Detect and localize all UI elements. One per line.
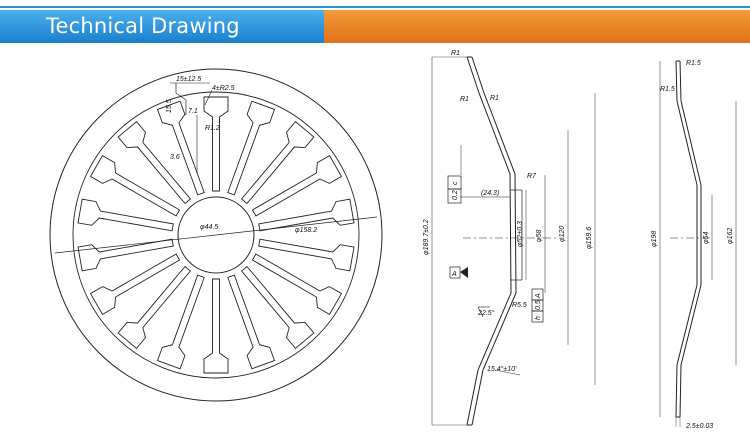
header-blue-block [0,10,324,43]
overall-diameter-label: φ189.7±0.2 [423,219,430,255]
perp-value: 0.5 [535,300,542,310]
corner-leader [204,89,213,106]
angle-label: 22.5° [477,309,495,317]
hub-circle [177,196,255,274]
profile-b-inner-line [679,60,702,418]
section-view-b [659,60,737,427]
radial-slot [156,100,205,196]
slot-width-2-label: 7.1 [188,108,198,115]
slot-width-label: 15±12.5 [176,76,201,83]
outer-rim-circle [49,68,383,402]
radial-slot [258,198,355,232]
flatness-value-box [447,188,462,204]
d162-label: φ162 [727,228,734,244]
datum-triangle [460,267,468,278]
technical-drawing: 15±12.5 4±R2.5 15.5 7.1 R1.2 3.6 φ44.5 φ… [49,50,737,430]
radius-r15-mid-label: R1.5 [660,86,675,93]
profile-b-outer-line [675,60,698,418]
d198-label: φ198 [651,231,658,247]
radial-slot [77,198,174,232]
radius-r7-label: R7 [527,173,537,180]
inner-rim-circle [72,91,360,379]
section-b-labels: R1.5 R1.5 φ198 φ54 φ162 2.5±0.03 [651,60,734,430]
radial-slot [227,100,276,196]
radial-slot [203,96,229,192]
radial-slot [156,274,205,370]
radial-slot [240,265,315,350]
front-view-labels: 15±12.5 4±R2.5 15.5 7.1 R1.2 3.6 φ44.5 φ… [166,76,317,234]
angle-leader [477,306,484,318]
radial-slot [227,274,276,370]
d159-label: φ159.6 [586,227,593,249]
spoke-width-label: 3.6 [170,154,180,161]
slot-height-label: 15.5 [166,99,173,113]
bore-diameter-label: φ52±0.3 [517,221,524,247]
profile-outer-line [466,56,512,426]
radial-slot [117,120,192,205]
radial-slot [251,253,343,316]
slot-detail-leader [175,83,187,115]
d58-label: φ58 [536,230,543,242]
length-label: (24.3) [481,190,499,197]
header-top-line [0,6,750,8]
datum-box [449,266,461,279]
perp-ref-box [531,288,544,301]
radius-r1-left-label: R1 [460,96,469,103]
taper-angle-label: 15.4°±10' [487,365,517,373]
radial-slot [240,120,315,205]
radial-slot [117,265,192,350]
taper-leader [494,369,521,376]
perp-symbol: h [535,316,542,320]
flatness-value: 0.2 [452,190,459,200]
datum-label: A [451,271,457,278]
section-view-a [431,56,596,426]
header-orange-block [324,10,750,43]
radius-r15-top-label: R1.5 [686,60,701,67]
radial-slot [203,278,229,374]
outer-diameter-label: φ158.2 [295,227,317,234]
radial-slot [89,253,181,316]
diameter-line [54,216,378,254]
d120-label: φ120 [559,226,566,242]
radius-r55-label: R5.5 [512,302,527,309]
header-banner: Technical Drawing [0,0,750,45]
perp-ref: A [535,293,542,299]
thickness-label: 2.5±0.03 [685,423,713,430]
front-view [49,68,383,402]
inner-diameter-label: φ44.5 [200,224,218,231]
d54-label: φ54 [703,232,710,244]
radial-slot [77,238,174,272]
section-a-labels: R1 R1 R1 R7 (24.3) φ52±0.3 φ58 φ120 φ159… [423,50,593,373]
radial-slot [251,154,343,217]
slot-group [77,96,355,374]
flatness-symbol: c [452,181,459,185]
radial-slot [89,154,181,217]
radial-slot [258,238,355,272]
root-radius-label: R1.2 [205,125,220,132]
radius-r1-top-label: R1 [451,50,460,57]
radius-r1-right-label: R1 [490,95,499,102]
profile-inner-line [471,56,517,426]
corner-radius-label: 4±R2.5 [212,85,235,92]
page-title: Technical Drawing [46,14,240,38]
